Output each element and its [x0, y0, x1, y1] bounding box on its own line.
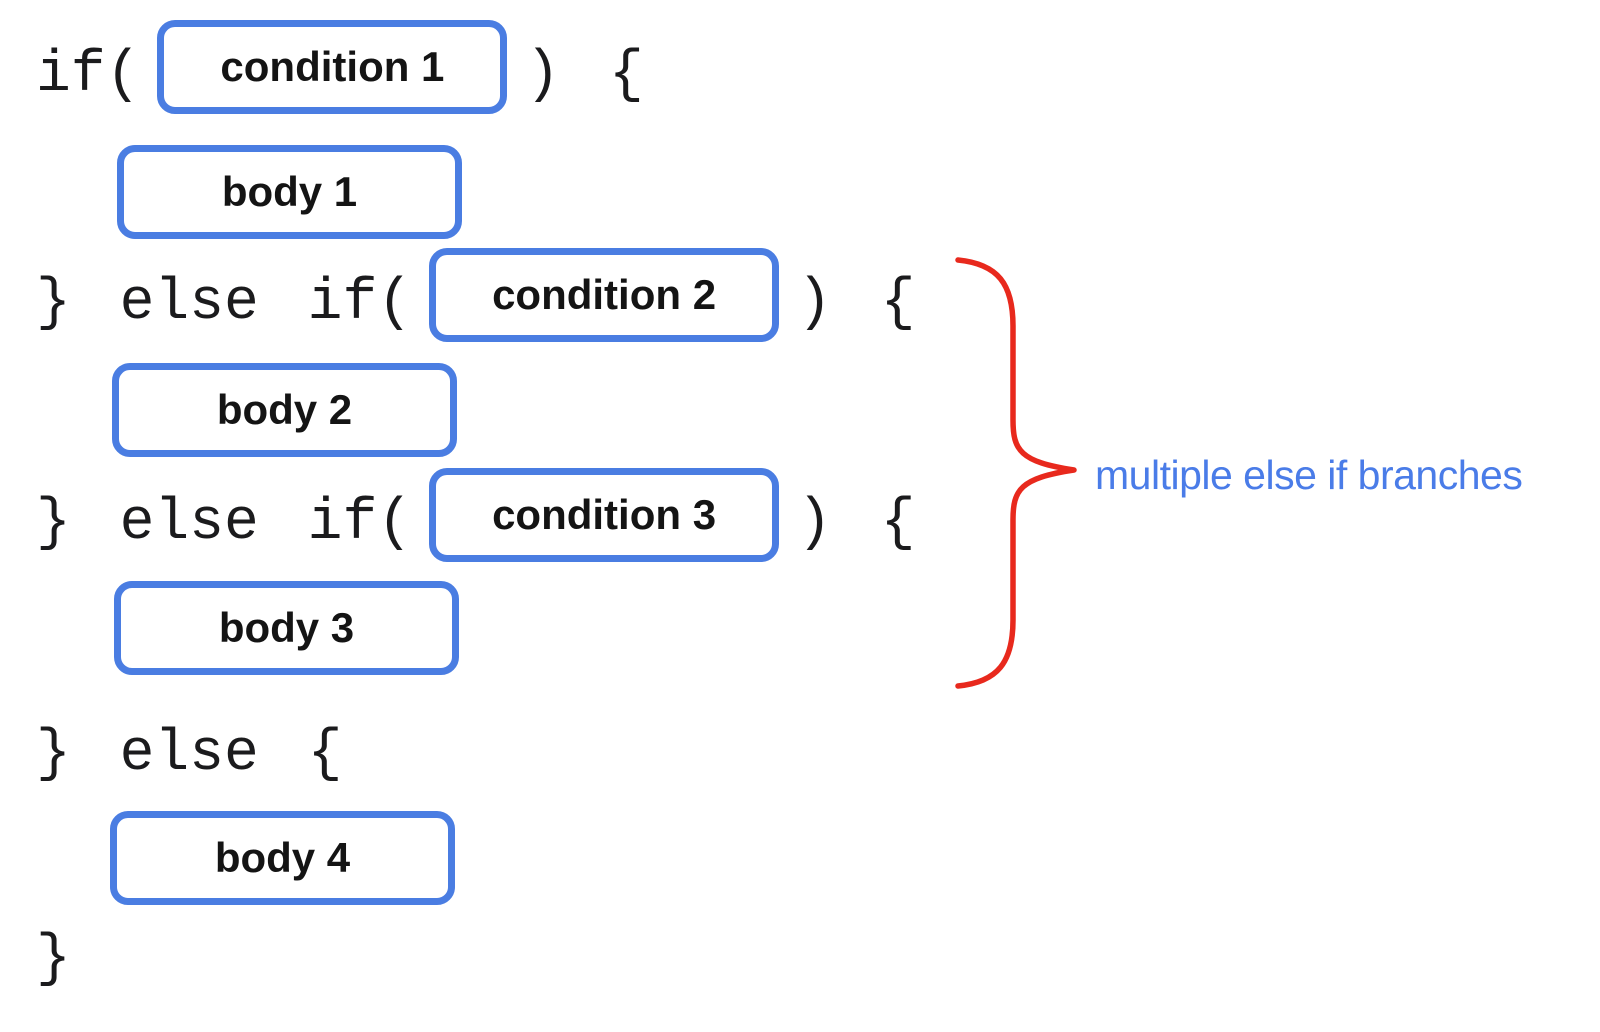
annotation-label: multiple else if branches — [1095, 452, 1523, 498]
code-text-if-close: ) { — [525, 43, 644, 108]
code-text-elseif1-close: ) { — [797, 271, 916, 336]
code-text-closing-brace: } — [36, 927, 71, 992]
curly-brace-icon — [955, 257, 1077, 689]
body-3-label: body 3 — [218, 604, 355, 651]
body-1-label: body 1 — [221, 168, 358, 215]
body-2-row: body 2 — [112, 363, 457, 457]
body-4-box: body 4 — [110, 811, 455, 905]
body-3-row: body 3 — [114, 581, 459, 675]
condition-2-label: condition 2 — [492, 271, 717, 318]
body-4-label: body 4 — [214, 834, 351, 881]
code-line-if: if( condition 1 ) { — [36, 20, 644, 114]
body-1-row: body 1 — [117, 145, 462, 239]
body-1-box: body 1 — [117, 145, 462, 239]
body-2-box: body 2 — [112, 363, 457, 457]
body-3-box: body 3 — [114, 581, 459, 675]
code-text-elseif2-close: ) { — [797, 491, 916, 556]
code-line-elseif-1: } else if( condition 2 ) { — [36, 248, 915, 342]
code-text-elseif1-open: } else if( — [36, 271, 413, 336]
code-text-else: } else { — [36, 722, 343, 787]
condition-1-label: condition 1 — [220, 43, 445, 90]
code-line-elseif-2: } else if( condition 3 ) { — [36, 468, 915, 562]
condition-2-box: condition 2 — [429, 248, 780, 342]
code-text-if-open: if( — [36, 43, 141, 108]
body-2-label: body 2 — [216, 386, 353, 433]
condition-3-label: condition 3 — [492, 491, 717, 538]
condition-1-box: condition 1 — [157, 20, 508, 114]
body-4-row: body 4 — [110, 811, 455, 905]
condition-3-box: condition 3 — [429, 468, 780, 562]
code-text-elseif2-open: } else if( — [36, 491, 413, 556]
code-line-closing-brace: } — [36, 913, 71, 1007]
code-line-else: } else { — [36, 708, 342, 802]
